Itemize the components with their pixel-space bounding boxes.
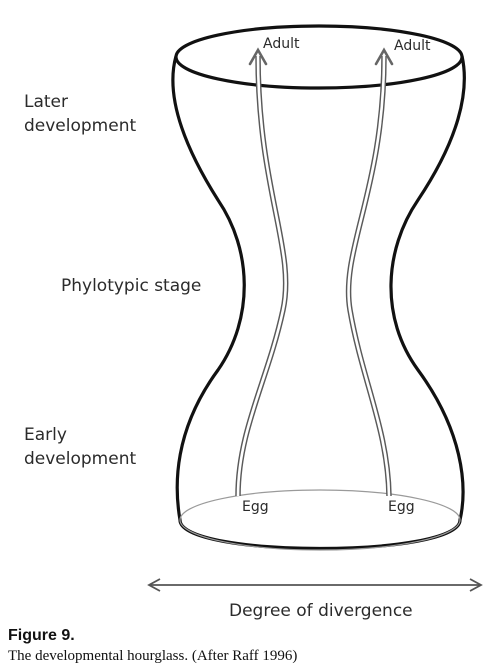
label-later-development: Later development xyxy=(24,92,136,136)
figure-caption-title: Figure 9. xyxy=(8,627,75,644)
hourglass-base-ellipse xyxy=(179,489,461,551)
right-lineage-path xyxy=(345,55,392,497)
divergence-axis-left-arrowhead xyxy=(147,578,161,592)
divergence-axis-right-arrowhead xyxy=(469,578,483,592)
right-lineage-arrowhead xyxy=(374,47,394,66)
left-lineage-path-inner xyxy=(236,55,287,497)
left-lineage-arrowhead xyxy=(248,47,268,66)
label-degree-of-divergence: Degree of divergence xyxy=(229,601,413,621)
label-egg-left: Egg xyxy=(242,499,269,515)
hourglass-outline xyxy=(171,55,466,551)
label-early-development: Early development xyxy=(24,425,136,469)
label-phylotypic-stage: Phylotypic stage xyxy=(61,276,201,296)
label-adult-left: Adult xyxy=(263,36,300,52)
label-adult-right: Adult xyxy=(394,38,431,54)
label-egg-right: Egg xyxy=(388,499,415,515)
figure-caption-text: The developmental hourglass. (After Raff… xyxy=(8,648,298,664)
hourglass-top-rim xyxy=(174,24,464,90)
right-lineage-path-inner xyxy=(347,55,391,497)
